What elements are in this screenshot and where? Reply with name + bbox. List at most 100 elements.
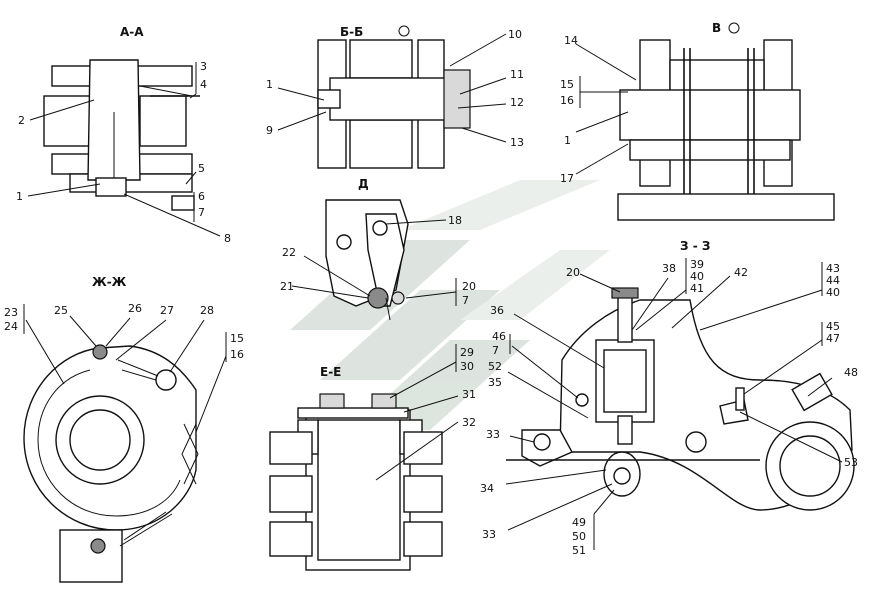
watermark-logo (290, 180, 610, 430)
callout: 25 (54, 304, 68, 317)
section-bb: Б-Б (317, 25, 471, 169)
section-d-callouts: 18 22 21 20 7 (280, 214, 476, 307)
section-aa: А-А (43, 25, 200, 211)
callout: 13 (510, 136, 524, 149)
section-aa-title: А-А (120, 25, 144, 39)
ee-plate-l2 (269, 431, 313, 465)
rotation-symbol-icon (398, 25, 410, 37)
callout: 17 (560, 172, 574, 185)
aa-bolt (171, 195, 195, 211)
v-lower-bar (629, 139, 791, 161)
section-bb-callouts: 10 1 11 12 9 13 (266, 28, 524, 149)
zhzh-pin (155, 369, 177, 391)
zz-left-pin (533, 433, 551, 451)
callout: 48 (844, 366, 858, 379)
callout: 24 (4, 320, 18, 333)
d-hole (336, 234, 352, 250)
ee-bolt-left (319, 393, 345, 409)
callout: 15 (560, 78, 574, 91)
callout: 29 (460, 346, 474, 359)
bb-top-plate (349, 39, 413, 79)
callout: 11 (510, 68, 524, 81)
callout: 47 (826, 332, 840, 345)
section-ee-callouts: 29 30 31 32 (375, 344, 476, 481)
callout: 34 (480, 482, 494, 495)
zhzh-shaft (69, 409, 131, 471)
v-pin-body (619, 89, 801, 141)
ee-plate-l3 (269, 475, 313, 513)
zz-nut-top (611, 287, 639, 299)
callout: 31 (462, 388, 476, 401)
callout: 36 (490, 304, 504, 317)
callout: 32 (462, 416, 476, 429)
aa-left-block (43, 95, 91, 147)
callout: 40 (826, 286, 840, 299)
ee-plate-r4 (403, 521, 443, 557)
section-zz: З - З (506, 239, 855, 511)
callout: 39 (690, 258, 704, 271)
ee-cap-plate (297, 407, 409, 419)
callout: 53 (844, 456, 858, 469)
ee-bolt-right (371, 393, 397, 409)
aa-screw (95, 177, 127, 197)
callout: 43 (826, 262, 840, 275)
callout: 7 (198, 206, 205, 219)
callout: 52 (488, 360, 502, 373)
zz-cam-shaft (779, 435, 841, 497)
callout: 51 (572, 544, 586, 557)
section-zz-title: З - З (680, 239, 710, 253)
callout: 12 (510, 96, 524, 109)
ee-pin (317, 419, 401, 561)
zz-block (603, 349, 647, 413)
section-ee: Е-Е (269, 365, 443, 571)
callout: 4 (200, 78, 207, 91)
callout: 26 (128, 302, 142, 315)
zhzh-bolt-bottom (90, 538, 106, 554)
callout: 20 (462, 280, 476, 293)
callout: 49 (572, 516, 586, 529)
zz-latch (791, 372, 833, 412)
d-nut (367, 287, 389, 309)
zhzh-bolt-top (92, 344, 108, 360)
zz-roller-pin (613, 467, 631, 485)
callout: 8 (224, 232, 231, 245)
callout: 23 (4, 306, 18, 319)
callout: 42 (734, 266, 748, 279)
callout: 14 (564, 34, 578, 47)
callout: 41 (690, 282, 704, 295)
callout: 1 (564, 134, 571, 147)
callout: 33 (482, 528, 496, 541)
d-link (365, 213, 405, 307)
section-d: Д (325, 177, 409, 321)
section-v-title: В (712, 21, 721, 35)
zz-screw-bottom (617, 415, 633, 445)
ee-plate-l4 (269, 521, 313, 557)
ee-plate-r3 (403, 475, 443, 513)
callout: 40 (690, 270, 704, 283)
callout: 16 (560, 94, 574, 107)
bb-bottom-plate (349, 119, 413, 169)
callout: 15 (230, 332, 244, 345)
section-v-callouts: 14 15 16 1 17 (560, 34, 637, 185)
aa-right-block (139, 95, 187, 147)
callout: 3 (200, 60, 207, 73)
callout: 2 (18, 114, 25, 127)
bb-washer (443, 69, 471, 129)
callout: 7 (492, 344, 499, 357)
zz-stop-screw (735, 387, 745, 411)
callout: 10 (508, 28, 522, 41)
callout: 50 (572, 530, 586, 543)
callout: 1 (16, 190, 23, 203)
section-zhzh-title: Ж-Ж (92, 275, 127, 289)
zz-pivot (575, 393, 589, 407)
callout: 45 (826, 320, 840, 333)
section-zhzh: Ж-Ж (23, 275, 199, 583)
callout: 9 (266, 124, 273, 137)
callout: 27 (160, 304, 174, 317)
callout: 33 (486, 428, 500, 441)
zhzh-stand (59, 529, 123, 583)
v-base (617, 193, 835, 221)
d-nut-end (391, 291, 405, 305)
callout: 22 (282, 246, 296, 259)
d-pin-hole (372, 220, 388, 236)
